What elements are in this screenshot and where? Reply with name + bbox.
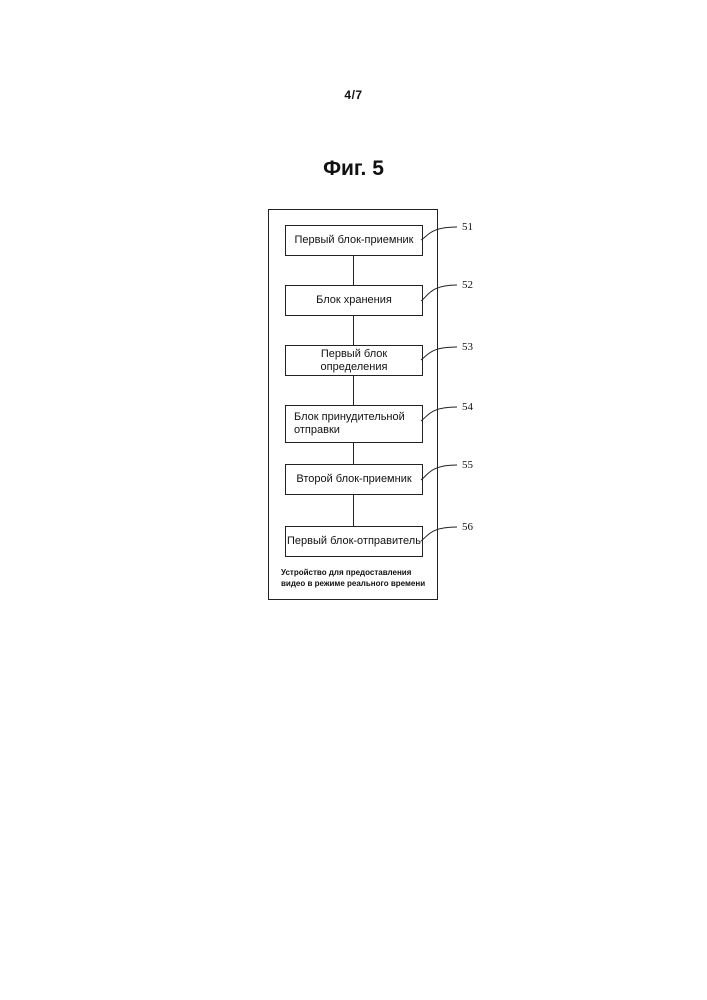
leader-55 bbox=[421, 465, 457, 480]
leader-51 bbox=[421, 227, 457, 240]
ref-51: 51 bbox=[462, 221, 473, 233]
leader-54 bbox=[421, 407, 457, 421]
ref-56: 56 bbox=[462, 521, 473, 533]
ref-54: 54 bbox=[462, 401, 473, 413]
device-caption: Устройство для предоставления видео в ре… bbox=[281, 567, 437, 589]
leader-53 bbox=[421, 347, 457, 360]
leader-56 bbox=[421, 527, 457, 541]
ref-53: 53 bbox=[462, 341, 473, 353]
leader-52 bbox=[421, 285, 457, 301]
ref-55: 55 bbox=[462, 459, 473, 471]
ref-52: 52 bbox=[462, 279, 473, 291]
